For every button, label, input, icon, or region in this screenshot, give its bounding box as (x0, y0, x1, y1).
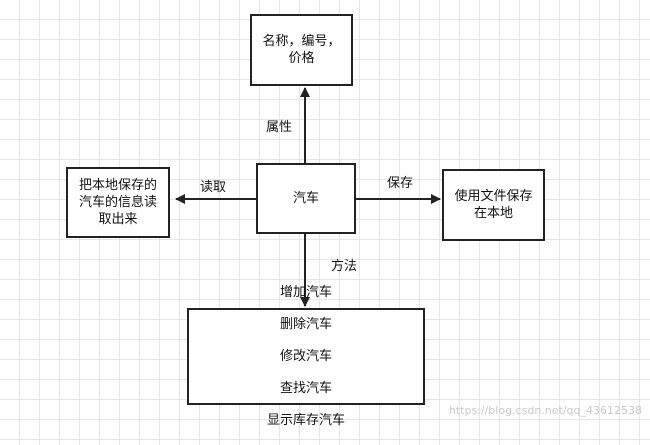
attributes-node: 名称，编号， 价格 (250, 14, 353, 86)
save-edge-label: 保存 (387, 176, 414, 191)
method-item: 查找汽车 (279, 380, 332, 396)
save-node: 使用文件保存 在本地 (442, 169, 545, 241)
watermark: https://blog.csdn.net/qq_43612538 (448, 404, 642, 417)
method-item: 增加汽车 (279, 284, 332, 300)
connector-layer (175, 87, 441, 307)
car-node: 汽车 (256, 163, 356, 234)
methods-node: 增加汽车 删除汽车 修改汽车 查找汽车 显示库存汽车 (187, 285, 425, 428)
attributes-text: 名称，编号， 价格 (262, 34, 341, 66)
methods-edge-label: 方法 (331, 259, 358, 274)
car-text: 汽车 (292, 191, 319, 206)
method-item: 删除汽车 (279, 316, 332, 332)
read-edge-label: 读取 (200, 180, 227, 195)
methods-list: 增加汽车 删除汽车 修改汽车 查找汽车 显示库存汽车 (267, 269, 345, 445)
attributes-edge-label: 属性 (266, 120, 293, 135)
read-node: 把本地保存的 汽车的信息读 取出来 (66, 167, 170, 238)
method-item: 修改汽车 (279, 348, 332, 364)
diagram-canvas: 名称，编号， 价格 汽车 把本地保存的 汽车的信息读 取出来 使用文件保存 在本… (66, 14, 642, 428)
save-node-text: 使用文件保存 在本地 (454, 189, 533, 221)
method-item: 显示库存汽车 (266, 412, 345, 428)
read-node-text: 把本地保存的 汽车的信息读 取出来 (78, 178, 157, 227)
